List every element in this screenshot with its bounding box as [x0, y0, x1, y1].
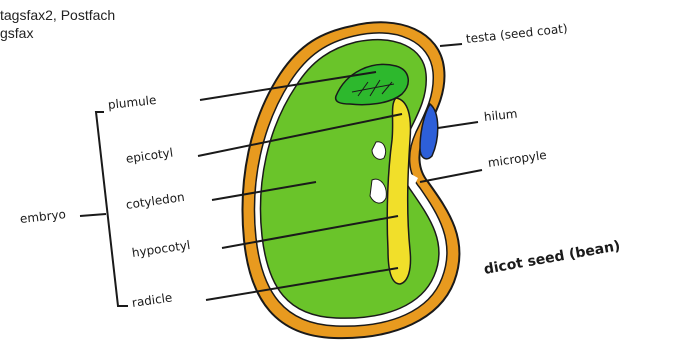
leader-hilum: [438, 122, 478, 128]
leader-testa: [440, 44, 462, 46]
leader-micropyle: [420, 170, 482, 182]
embryo-bracket: [80, 112, 126, 306]
